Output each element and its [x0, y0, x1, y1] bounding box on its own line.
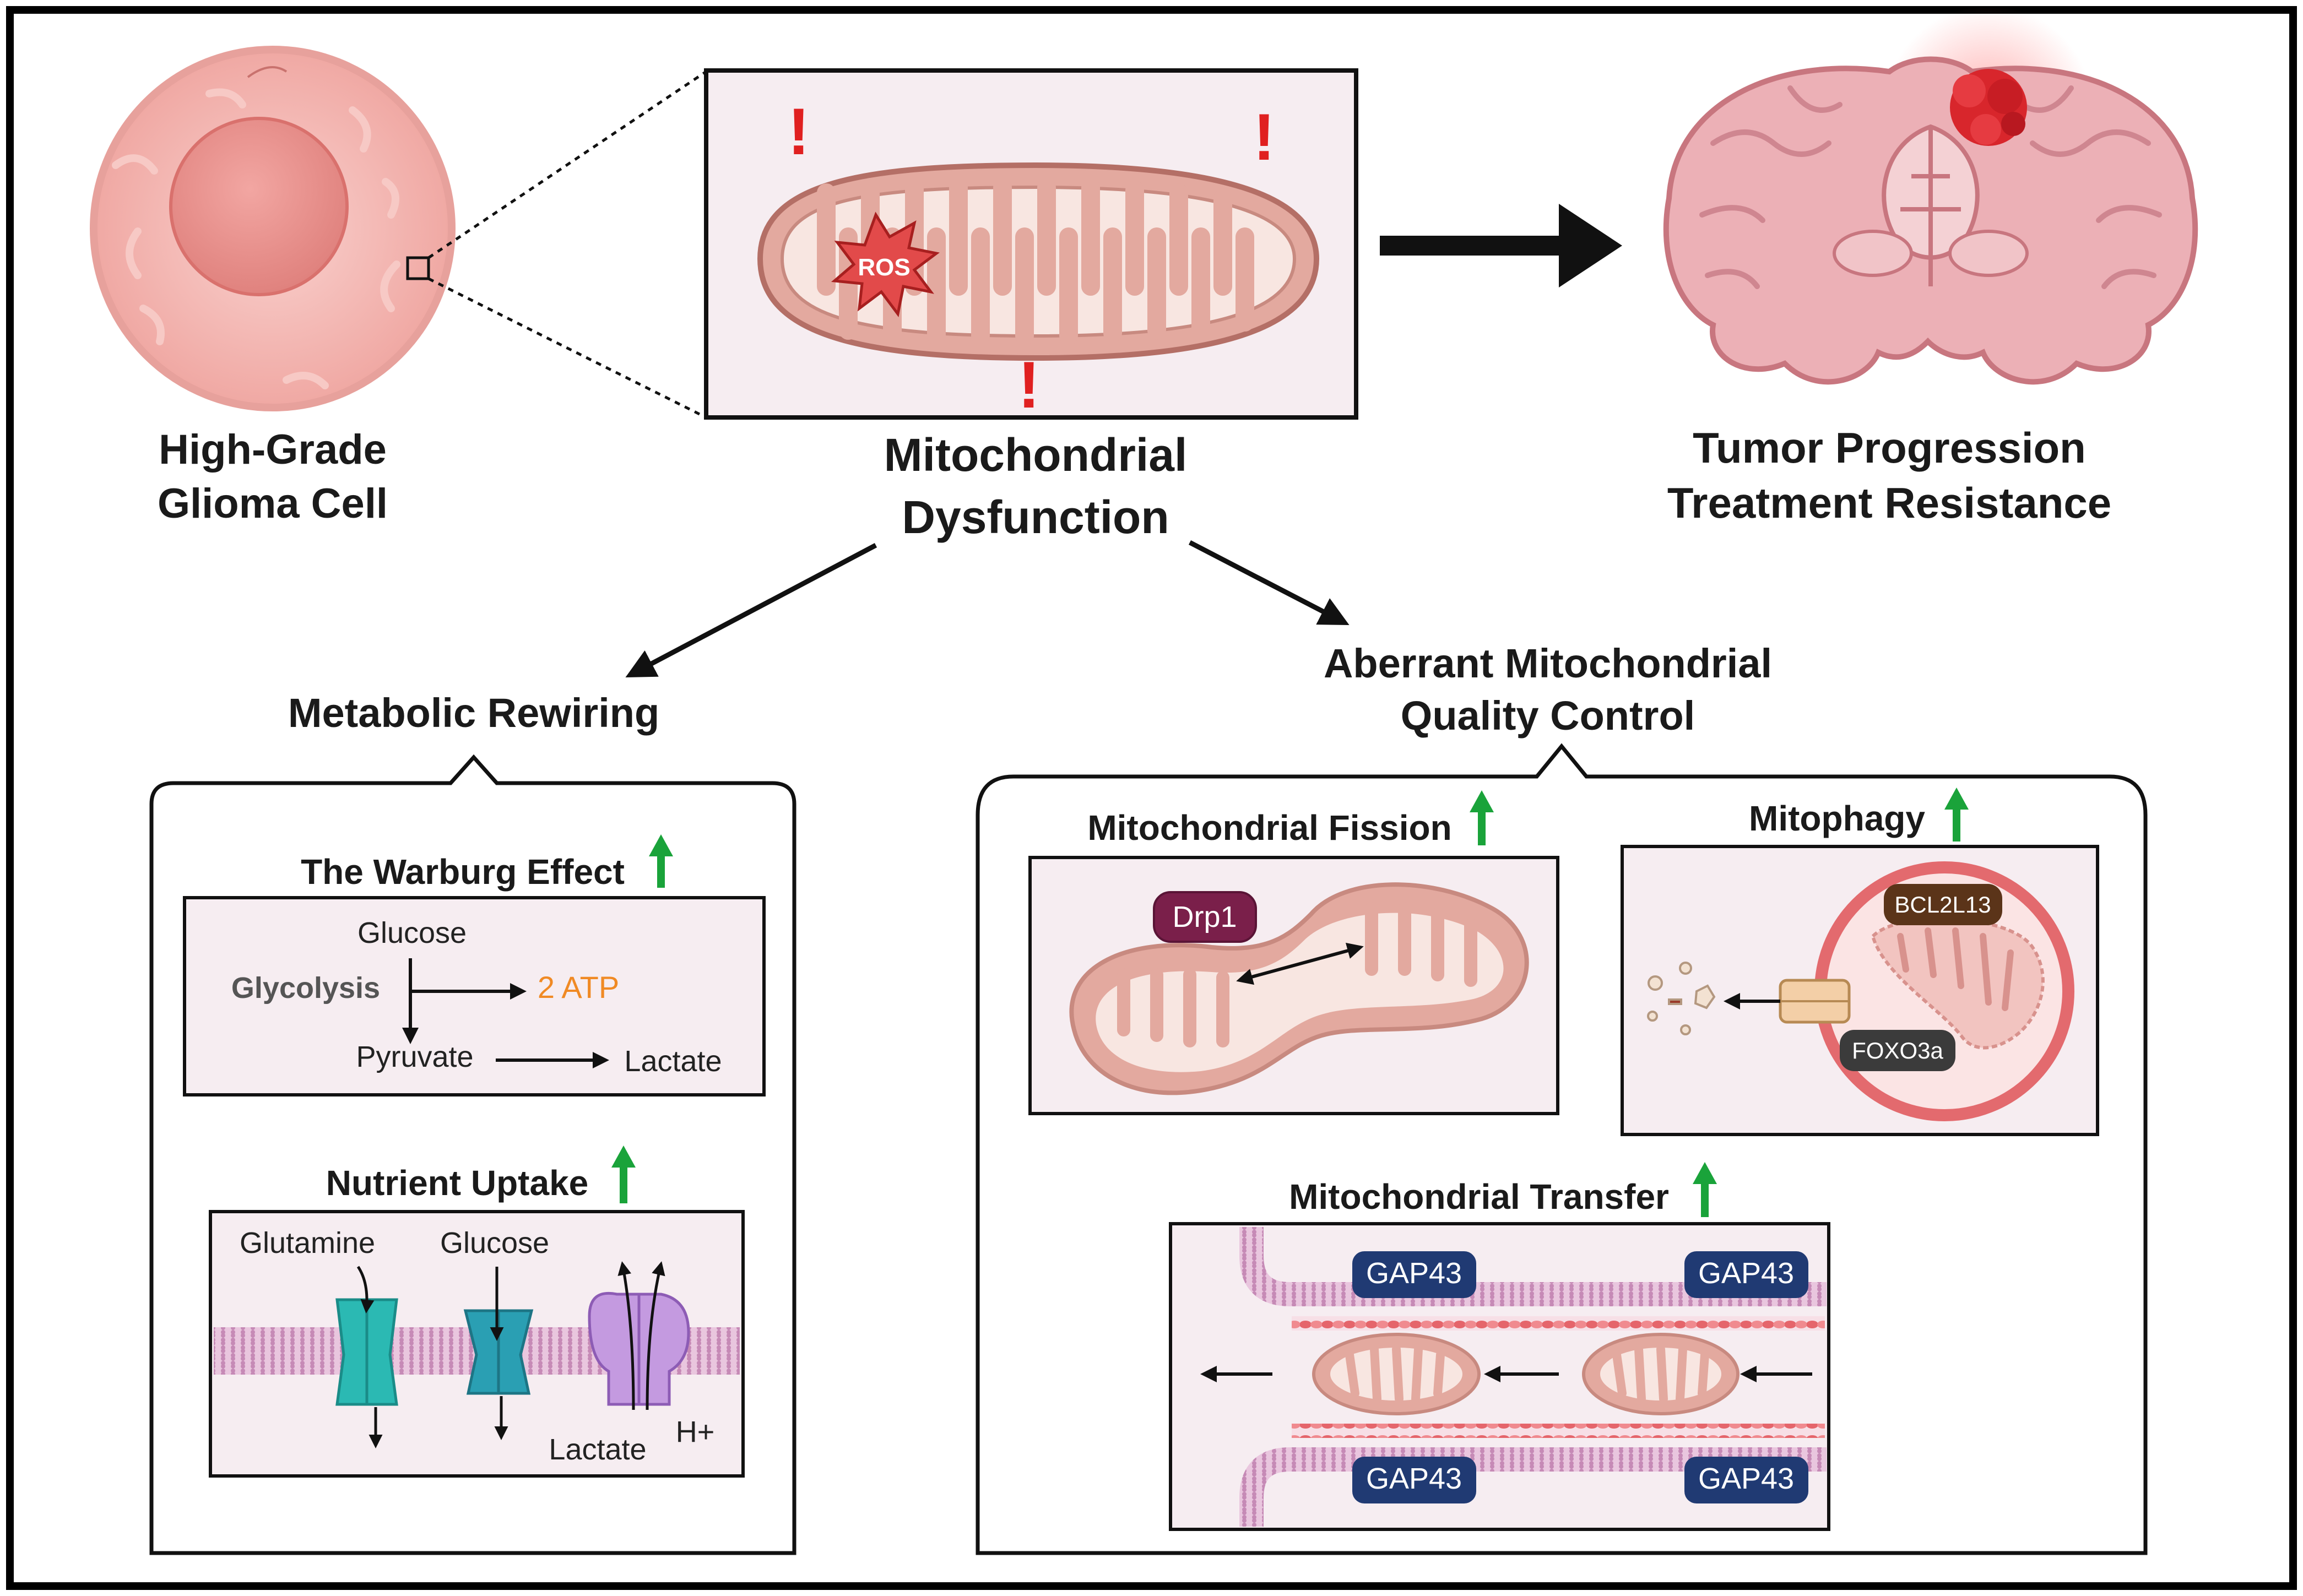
fission-double-arrow	[1236, 942, 1364, 985]
metabolic-heading: Metabolic Rewiring	[288, 690, 659, 736]
gap43-badge-bottom-right	[1684, 1457, 1808, 1503]
nutrient-lactate: Lactate	[549, 1433, 646, 1466]
gap43-label-bottom-left: GAP43	[1366, 1462, 1462, 1495]
nutrient-proton: H+	[676, 1415, 715, 1448]
alert-icon-3: !	[1018, 348, 1040, 422]
bcl2l13-label: BCL2L13	[1894, 892, 1991, 918]
ros-burst-icon	[831, 211, 940, 317]
outcome-line2: Treatment Resistance	[1667, 479, 2111, 527]
gap43-label-bottom-right: GAP43	[1698, 1462, 1794, 1495]
metabolic-bracket	[149, 754, 796, 1555]
glutamine-transporter-icon	[335, 1298, 398, 1406]
warburg-lactate: Lactate	[624, 1045, 722, 1078]
mitophagy-up-arrowhead-icon	[1944, 788, 1969, 810]
glioma-label-line1: High-Grade	[159, 426, 387, 473]
fission-title: Mitochondrial Fission	[1087, 808, 1451, 848]
dividing-mitochondrion-illustration	[1069, 882, 1529, 1095]
tunneling-membrane-top	[1239, 1227, 1827, 1306]
transfer-up-arrowhead-icon	[1693, 1162, 1717, 1184]
mito-label-line2: Dysfunction	[902, 491, 1169, 543]
fission-up-arrowhead-icon	[1470, 790, 1494, 812]
transfer-title: Mitochondrial Transfer	[1289, 1177, 1669, 1217]
tumor-mass-icon	[1950, 69, 2027, 146]
mitophagy-title: Mitophagy	[1749, 799, 1925, 838]
warburg-up-arrowhead-icon	[649, 834, 673, 856]
nutrient-glucose: Glucose	[440, 1226, 549, 1260]
lactate-out-arrow	[617, 1261, 635, 1410]
quality-heading-line2: Quality Control	[1401, 693, 1695, 739]
gap43-badge-top-left	[1352, 1251, 1476, 1298]
progression-arrow	[1380, 204, 1622, 287]
glucose-transporter-icon	[463, 1309, 534, 1395]
drp1-badge	[1153, 891, 1257, 943]
gap43-badge-top-right	[1684, 1251, 1808, 1298]
warburg-panel	[183, 896, 766, 1096]
foxo3a-label: FOXO3a	[1852, 1038, 1943, 1063]
quality-heading-line1: Aberrant Mitochondrial	[1324, 640, 1772, 686]
zoom-box	[406, 256, 430, 280]
glioma-label-line2: Glioma Cell	[158, 480, 388, 527]
mitochondrion-illustration	[757, 162, 1320, 361]
gap43-badge-bottom-left	[1352, 1457, 1476, 1503]
nutrient-up-arrowhead-icon	[611, 1146, 636, 1168]
warburg-glycolysis: Glycolysis	[231, 971, 380, 1005]
warburg-pyruvate: Pyruvate	[356, 1040, 473, 1073]
transferred-mitochondrion-1	[1312, 1333, 1481, 1415]
nutrient-glutamine: Glutamine	[240, 1226, 375, 1260]
quality-bracket	[976, 743, 2148, 1555]
alert-icon-1: !	[788, 95, 810, 169]
lactate-transporter-icon	[588, 1291, 690, 1406]
degradation-fragments-icon	[1647, 962, 1716, 1035]
proton-out-arrow	[646, 1261, 665, 1410]
nutrient-title: Nutrient Uptake	[326, 1163, 589, 1203]
transferred-mitochondrion-2	[1582, 1333, 1740, 1415]
brain-illustration	[1663, 6, 2198, 385]
ros-label: ROS	[858, 254, 910, 281]
outcome-line1: Tumor Progression	[1693, 424, 2086, 472]
zoom-line-bottom	[427, 277, 707, 419]
bcl2l13-badge	[1884, 884, 2002, 925]
warburg-title: The Warburg Effect	[301, 852, 625, 892]
branch-arrow-left	[625, 543, 877, 678]
branch-arrow-right	[1188, 540, 1350, 625]
alert-icon-2: !	[1253, 100, 1275, 174]
drp1-label: Drp1	[1172, 900, 1237, 933]
glutamine-in-arrow	[356, 1266, 375, 1313]
actin-filament-top	[1292, 1316, 1825, 1331]
warburg-atp: 2 ATP	[538, 970, 619, 1005]
gap43-label-top-right: GAP43	[1698, 1257, 1794, 1290]
actin-filament-bottom	[1292, 1424, 1825, 1438]
zoom-line-top	[427, 70, 707, 259]
gap43-label-top-left: GAP43	[1366, 1257, 1462, 1290]
mito-label-line1: Mitochondrial	[884, 429, 1188, 481]
glioma-cell-illustration	[90, 46, 456, 411]
tunneling-membrane-bottom	[1239, 1447, 1827, 1527]
warburg-glucose: Glucose	[357, 916, 467, 949]
foxo3a-badge	[1840, 1030, 1955, 1071]
